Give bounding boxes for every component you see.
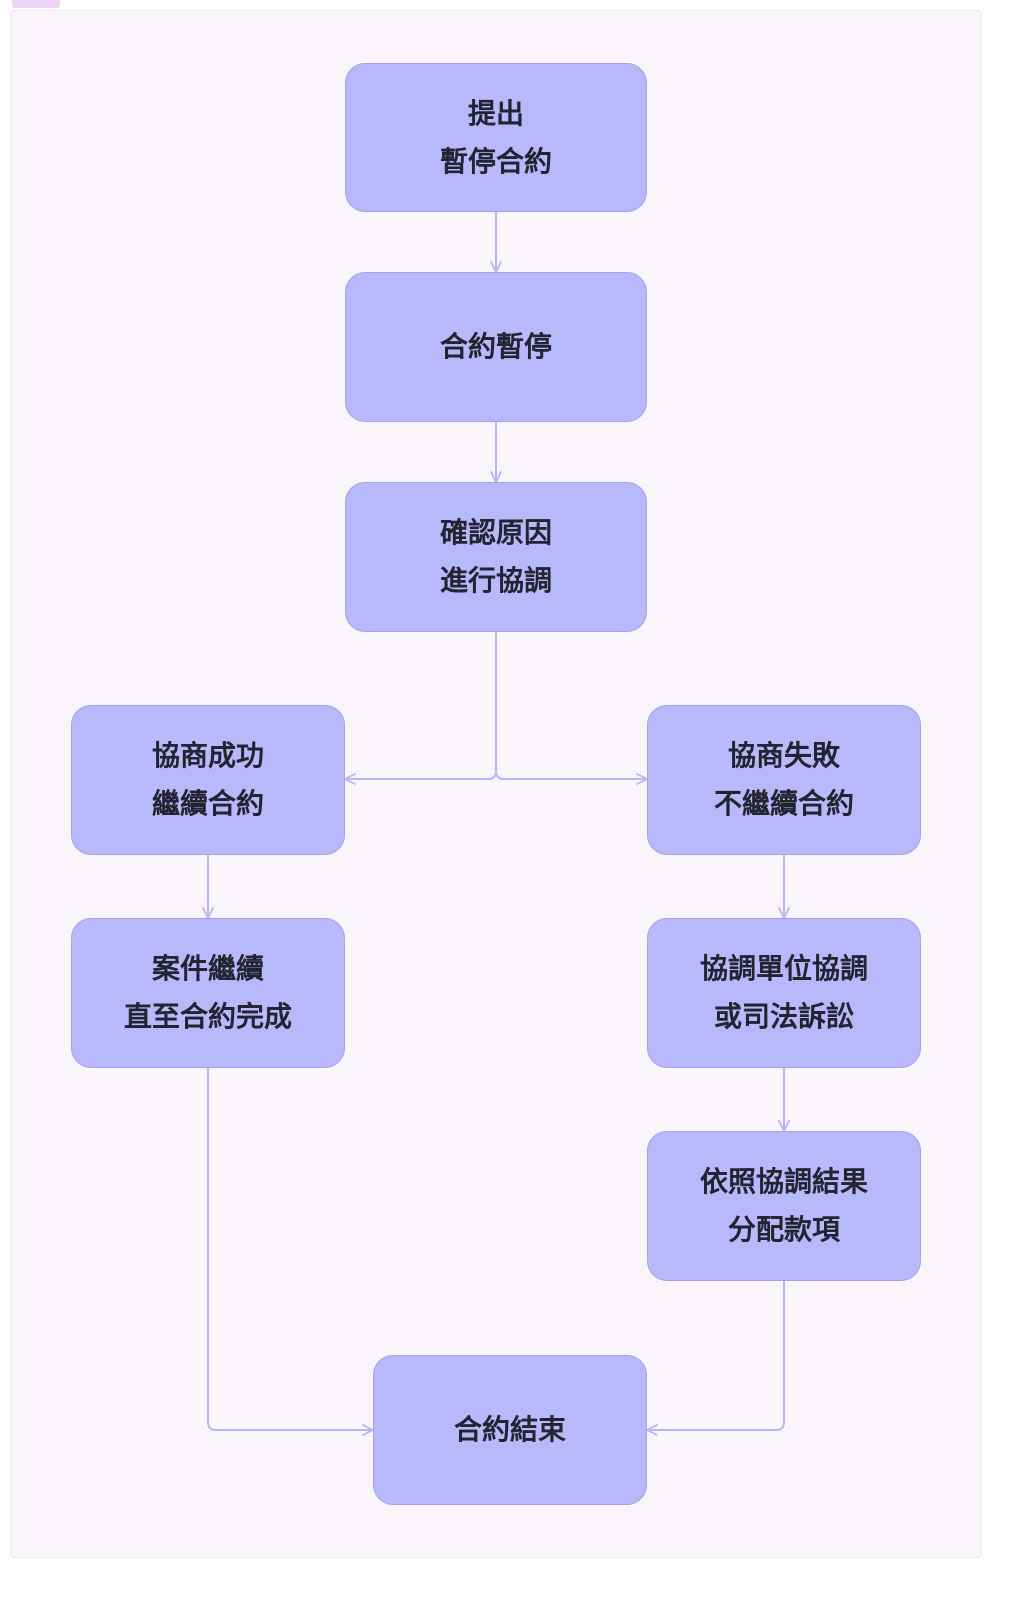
node-label-line: 直至合約完成 — [123, 1000, 292, 1033]
node-label-line: 合約暫停 — [439, 330, 552, 363]
node-label-line: 協商成功 — [151, 739, 264, 772]
node-label-line: 依照協調結果 — [699, 1165, 868, 1198]
node-label-line: 合約結束 — [453, 1413, 566, 1446]
node-mediation-or-litigation[interactable]: 協調單位協調 或司法訴訟 — [647, 918, 921, 1068]
tab-indicator — [12, 0, 60, 8]
node-label-line: 或司法訴訟 — [713, 1000, 854, 1033]
node-confirm-reason[interactable]: 確認原因 進行協調 — [345, 482, 647, 632]
node-distribute-payment[interactable]: 依照協調結果 分配款項 — [647, 1131, 921, 1281]
node-label-line: 確認原因 — [439, 516, 552, 549]
node-label-line: 不繼續合約 — [713, 787, 854, 820]
node-label-line: 進行協調 — [439, 564, 552, 597]
node-negotiation-success[interactable]: 協商成功 繼續合約 — [71, 705, 345, 855]
node-label-line: 提出 — [467, 96, 524, 130]
node-negotiation-failure[interactable]: 協商失敗 不繼續合約 — [647, 705, 921, 855]
node-label-line: 協調單位協調 — [699, 952, 868, 985]
node-label-line: 暫停合約 — [439, 144, 552, 178]
node-contract-suspended[interactable]: 合約暫停 — [345, 272, 647, 422]
node-label-line: 協商失敗 — [727, 739, 840, 772]
node-label-line: 分配款項 — [727, 1213, 840, 1246]
node-submit-suspension[interactable]: 提出 暫停合約 — [345, 63, 647, 212]
node-label-line: 繼續合約 — [151, 787, 264, 820]
node-contract-end[interactable]: 合約結束 — [373, 1355, 647, 1505]
node-case-continues[interactable]: 案件繼續 直至合約完成 — [71, 918, 345, 1068]
node-label-line: 案件繼續 — [151, 952, 264, 985]
